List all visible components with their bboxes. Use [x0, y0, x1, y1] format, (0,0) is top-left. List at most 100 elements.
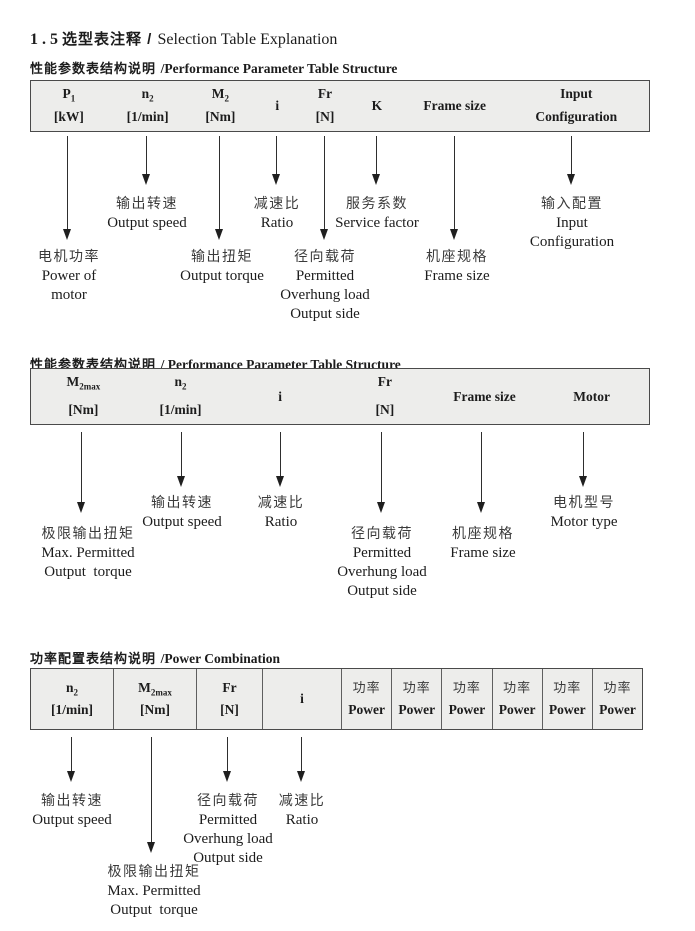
col-motor-label: Motor — [573, 388, 611, 404]
col-power-label: Power — [398, 702, 436, 717]
col-m2max-unit: [Nm] — [140, 702, 170, 718]
arrow-i-icon — [297, 737, 306, 782]
col-input-configuration: Input Configuration — [503, 81, 649, 131]
performance-table-1-header: P1 [kW] n2 [1/min] M2 [Nm] i Fr [N] K Fr… — [30, 80, 650, 132]
col-i: i — [225, 369, 335, 424]
col-k: K — [348, 81, 406, 131]
arrow-i-icon — [272, 136, 281, 185]
col-power-label: Power — [599, 702, 636, 717]
col-frame-size: Frame size — [406, 81, 504, 131]
label-max-output-torque: 极限输出扭矩 Max. Permitted Output torque — [41, 527, 135, 580]
col-power-2: 功率 Power — [392, 669, 443, 729]
col-n2-symbol: n2 — [141, 86, 154, 104]
title-english: Selection Table Explanation — [157, 31, 338, 48]
col-input-label: Input — [560, 86, 593, 101]
col-n2-symbol: n2 — [174, 374, 187, 392]
label-output-torque: 输出扭矩 Output torque — [180, 250, 264, 284]
col-frame-size: Frame size — [435, 369, 535, 424]
col-fr-unit: [N] — [315, 109, 335, 124]
label-frame-size: 机座规格 Frame size — [424, 250, 490, 284]
col-m2max: M2max [Nm] — [31, 369, 136, 424]
col-fr-unit: [N] — [220, 702, 239, 717]
col-fr: Fr [N] — [302, 81, 348, 131]
label-ratio: 减速比 Ratio — [278, 794, 326, 828]
col-configuration-label: Configuration — [535, 109, 618, 124]
col-n2-unit: [1/min] — [126, 109, 169, 124]
col-fr: Fr [N] — [197, 669, 263, 729]
col-m2-unit: [Nm] — [205, 109, 236, 124]
label-output-speed: 输出转速 Output speed — [142, 496, 222, 530]
arrow-frame-size-icon — [477, 432, 486, 513]
col-m2-symbol: M2 — [211, 86, 229, 104]
label-ratio: 减速比 Ratio — [253, 197, 301, 231]
page-title: 1 . 5 选型表注释 / Selection Table Explanatio… — [14, 10, 337, 67]
col-power-label: Power — [548, 702, 586, 717]
col-m2max-symbol: M2max — [66, 374, 101, 392]
col-power-1: 功率 Power — [342, 669, 393, 729]
col-m2max: M2max [Nm] — [114, 669, 197, 729]
arrow-fr-icon — [377, 432, 386, 513]
section3-heading-zh: 功率配置表结构说明 — [30, 651, 161, 666]
arrow-m2max-icon — [147, 737, 156, 853]
col-n2: n2 [1/min] — [136, 369, 226, 424]
col-p1: P1 [kW] — [31, 81, 107, 131]
arrow-fr-icon — [320, 136, 329, 240]
col-fr-symbol: Fr — [377, 374, 392, 389]
col-motor: Motor — [534, 369, 649, 424]
col-power-3: 功率 Power — [442, 669, 493, 729]
col-p1-symbol: P1 — [62, 86, 76, 104]
arrow-k-icon — [372, 136, 381, 185]
label-overhung-load: 径向载荷 Permitted Overhung load Output side — [280, 250, 370, 322]
label-power-of-motor: 电机功率 Power of motor — [38, 250, 100, 303]
col-n2-symbol: n2 — [65, 679, 78, 698]
section3-heading-en: /Power Combination — [160, 651, 281, 666]
section1-heading: 性能参数表结构说明 /Performance Parameter Table S… — [14, 40, 397, 96]
col-i-symbol: i — [275, 98, 280, 113]
section3-heading: 功率配置表结构说明 /Power Combination — [14, 630, 280, 686]
performance-table-2-header: M2max [Nm] n2 [1/min] i Fr [N] Frame siz… — [30, 368, 650, 425]
arrow-motor-icon — [579, 432, 588, 487]
col-fr-symbol: Fr — [222, 680, 237, 695]
col-fr: Fr [N] — [335, 369, 435, 424]
col-power-label: Power — [498, 702, 536, 717]
label-frame-size: 机座规格 Frame size — [450, 527, 516, 561]
title-chinese: 选型表注释 / — [62, 31, 158, 48]
section1-heading-zh: 性能参数表结构说明 — [30, 61, 161, 76]
col-fr-unit: [N] — [375, 402, 395, 417]
arrow-i-icon — [276, 432, 285, 487]
col-frame-size-label: Frame size — [453, 388, 516, 404]
label-output-speed: 输出转速 Output speed — [107, 197, 187, 231]
arrow-frame-size-icon — [450, 136, 459, 240]
col-m2max-symbol: M2max — [138, 679, 172, 698]
arrow-m2max-icon — [77, 432, 86, 513]
col-i: i — [263, 669, 342, 729]
col-i-symbol: i — [300, 691, 304, 706]
col-k-symbol: K — [371, 98, 383, 113]
col-power-5: 功率 Power — [543, 669, 593, 729]
label-overhung-load: 径向载荷 Permitted Overhung load Output side — [183, 794, 273, 866]
label-motor-type: 电机型号 Motor type — [550, 496, 618, 530]
col-n2: n2 [1/min] — [107, 81, 189, 131]
col-m2max-unit: [Nm] — [68, 402, 99, 417]
arrow-fr-icon — [223, 737, 232, 782]
section1-heading-en: /Performance Parameter Table Structure — [160, 61, 398, 76]
label-max-output-torque: 极限输出扭矩 Max. Permitted Output torque — [107, 865, 201, 918]
col-n2-unit: [1/min] — [51, 702, 93, 718]
col-i: i — [252, 81, 302, 131]
label-overhung-load: 径向载荷 Permitted Overhung load Output side — [337, 527, 427, 599]
col-n2-unit: [1/min] — [159, 402, 202, 417]
arrow-n2-icon — [67, 737, 76, 782]
arrow-input-config-icon — [567, 136, 576, 185]
col-fr-symbol: Fr — [317, 86, 333, 101]
col-i-symbol: i — [278, 388, 283, 404]
col-power-label: Power — [348, 702, 385, 717]
label-input-configuration: 输入配置 Input Configuration — [529, 197, 615, 250]
col-power-label: Power — [448, 702, 486, 717]
label-ratio: 减速比 Ratio — [257, 496, 305, 530]
col-frame-size-label: Frame size — [423, 98, 486, 113]
col-power-6: 功率 Power — [599, 680, 636, 717]
arrow-n2-icon — [177, 432, 186, 487]
arrow-n2-icon — [142, 136, 151, 185]
label-output-speed: 输出转速 Output speed — [32, 794, 112, 828]
